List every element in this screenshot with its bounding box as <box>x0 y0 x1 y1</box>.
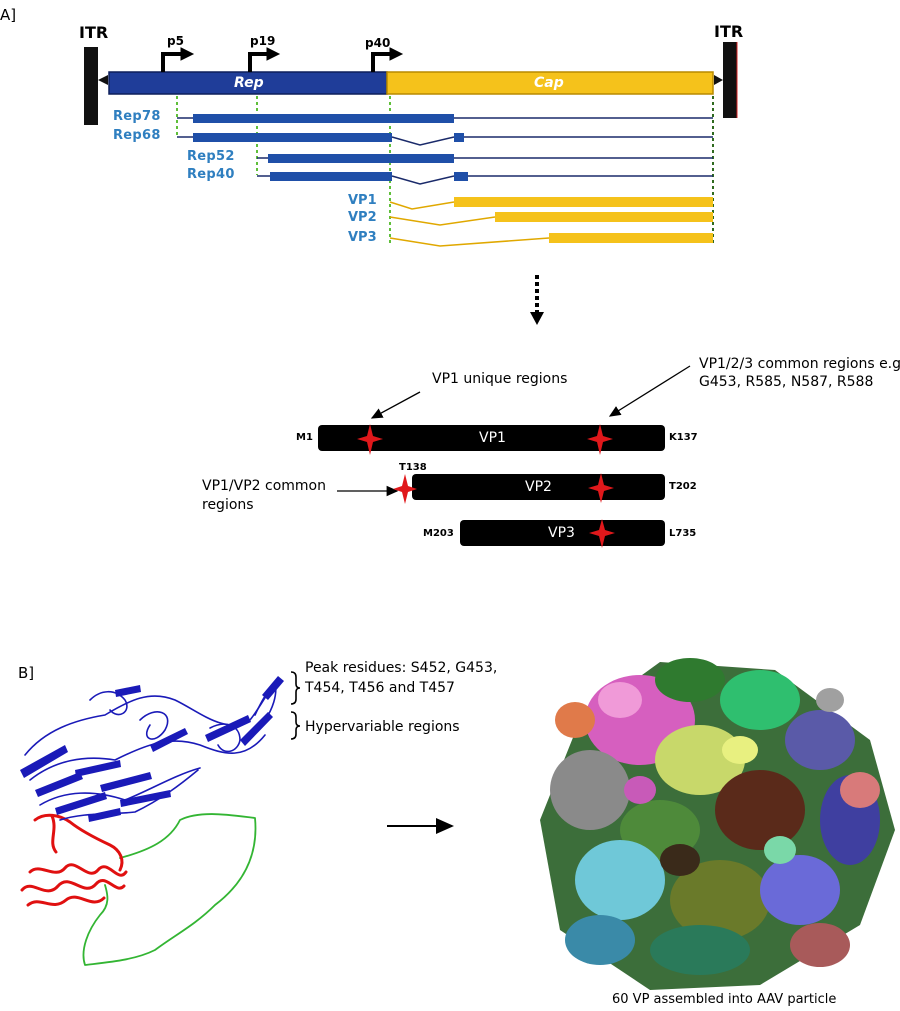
panel-a-label: A] <box>0 6 17 24</box>
vp3-end-residue: L735 <box>669 528 697 539</box>
vp2-transcript <box>389 212 713 226</box>
rep40-transcript <box>257 172 713 185</box>
rep78-label: Rep78 <box>113 109 161 124</box>
vp1-transcript <box>389 197 713 210</box>
promoter-p19-arrow <box>248 47 281 72</box>
promoter-p40-label: p40 <box>365 36 391 50</box>
vp1-bar <box>318 425 665 451</box>
beta-strands <box>20 676 284 822</box>
helix-region <box>20 813 128 907</box>
marker-vp2-common <box>588 473 614 503</box>
vp2-start-residue: T138 <box>399 462 427 473</box>
vp-monomer-structure <box>20 676 284 966</box>
down-arrow <box>530 275 544 325</box>
vp3-bar <box>460 520 665 546</box>
cap-gene-bar <box>386 71 714 95</box>
marker-vp1-common <box>587 424 613 455</box>
promoter-p19-label: p19 <box>250 34 276 48</box>
rep68-label: Rep68 <box>113 128 161 143</box>
particle-caption: 60 VP assembled into AAV particle <box>612 992 837 1007</box>
rep68-transcript <box>177 133 713 146</box>
rep52-label: Rep52 <box>187 149 235 164</box>
common-regions-note-line2: G453, R585, N587, R588 <box>699 374 874 390</box>
vp1-unique-note: VP1 unique regions <box>432 371 568 387</box>
hypervariable-brace <box>290 711 301 740</box>
vp3-transcript <box>389 233 713 247</box>
panel-b-label: B] <box>18 664 35 682</box>
peak-residues-line2: T454, T456 and T457 <box>305 680 455 696</box>
vp2-bar-label: VP2 <box>525 479 552 495</box>
vp2-end-residue: T202 <box>669 481 697 492</box>
promoter-p5-arrow <box>161 47 195 72</box>
itr-left-label: ITR <box>79 23 109 42</box>
hypervariable-label: Hypervariable regions <box>305 719 460 735</box>
vp2-transcript-label: VP2 <box>348 210 377 225</box>
aav-capsid-particle <box>540 658 895 990</box>
common-regions-arrow <box>608 365 691 417</box>
peak-brace <box>290 671 301 705</box>
itr-right-label: ITR <box>714 22 744 41</box>
vp1-start-residue: M1 <box>296 432 313 443</box>
loop-region <box>82 813 257 966</box>
vp12-common-note-line2: regions <box>202 497 254 513</box>
vp3-bar-label: VP3 <box>548 525 575 541</box>
promoter-p5-label: p5 <box>167 34 184 48</box>
vp1-end-residue: K137 <box>669 432 698 443</box>
marker-vp12-common <box>393 474 417 504</box>
vp1-transcript-label: VP1 <box>348 193 377 208</box>
vp1-unique-arrow <box>370 391 421 419</box>
vp1-bar-label: VP1 <box>479 430 506 446</box>
marker-vp1-unique <box>357 424 383 455</box>
rep52-transcript <box>257 154 713 163</box>
cap-gene-label: Cap <box>534 75 564 91</box>
vp3-start-residue: M203 <box>423 528 454 539</box>
itr-left-block <box>84 47 108 125</box>
vp3-transcript-label: VP3 <box>348 230 377 245</box>
marker-vp3-common <box>589 519 615 548</box>
rep40-label: Rep40 <box>187 167 235 182</box>
common-regions-note-line1: VP1/2/3 common regions e.g. <box>699 356 900 372</box>
promoter-p40-arrow <box>371 47 404 72</box>
rep-gene-label: Rep <box>234 75 264 91</box>
peak-residues-line1: Peak residues: S452, G453, <box>305 660 498 676</box>
region-markers <box>357 424 615 548</box>
vp12-common-note-line1: VP1/VP2 common <box>202 478 326 494</box>
itr-right-block <box>714 42 738 118</box>
rep78-transcript <box>177 114 713 123</box>
